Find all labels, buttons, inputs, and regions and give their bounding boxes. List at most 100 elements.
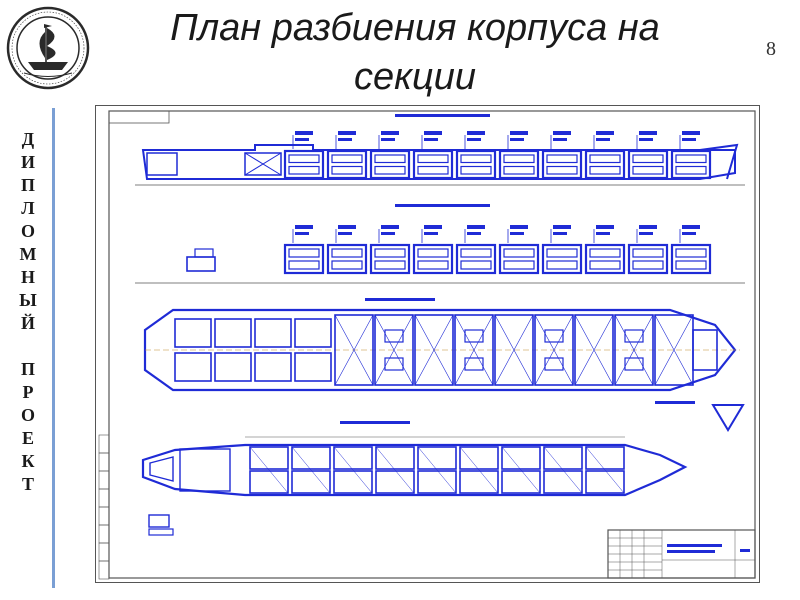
- bow-detail: [711, 404, 745, 432]
- bottom-section: [417, 446, 457, 470]
- label-mark: [510, 138, 524, 141]
- stamp-text-mark: [667, 550, 715, 553]
- section-upper: [546, 154, 578, 164]
- caption-letter: Д: [21, 129, 35, 149]
- hatch-opening: [544, 329, 564, 343]
- engine-room-block: [294, 352, 332, 382]
- hold-diagonal: [574, 314, 614, 386]
- bow-profile: [699, 143, 739, 180]
- label-mark: [510, 131, 528, 135]
- label-mark: [553, 225, 571, 229]
- label-mark: [682, 138, 696, 141]
- block-diagonal: [244, 152, 282, 176]
- margin-cell: [98, 560, 110, 580]
- section-box: [326, 149, 368, 180]
- section-upper: [460, 154, 492, 164]
- bottom-view: [141, 421, 688, 536]
- section-lower: [632, 260, 664, 270]
- section-upper: [331, 248, 363, 258]
- section-upper: [632, 248, 664, 258]
- bottom-diagonal: [501, 446, 541, 494]
- label-mark: [596, 138, 610, 141]
- label-mark: [424, 232, 438, 235]
- label-mark: [467, 131, 485, 135]
- engine-room-block: [254, 318, 292, 348]
- margin-cell: [98, 542, 110, 562]
- hold-diagonal: [614, 314, 654, 386]
- hold-diagonal: [374, 314, 414, 386]
- caption-letter: П: [20, 175, 35, 195]
- bottom-section: [333, 470, 373, 494]
- section-box: [412, 243, 454, 275]
- section-lower: [589, 260, 621, 270]
- view-caption-mark: [395, 114, 490, 117]
- margin-cell: [98, 506, 110, 526]
- bottom-section: [291, 470, 331, 494]
- view-caption-mark: [395, 204, 490, 207]
- bottom-section: [417, 470, 457, 494]
- hold-section: [374, 314, 414, 386]
- caption-letter: П: [20, 359, 35, 379]
- caption-letter: Ы: [19, 290, 37, 310]
- label-mark: [424, 131, 442, 135]
- plan-outline: [143, 308, 737, 392]
- engine-room-block: [254, 352, 292, 382]
- label-mark: [639, 131, 657, 135]
- hatch-opening: [624, 329, 644, 343]
- engine-room-block: [214, 318, 252, 348]
- sheet-border: [95, 105, 760, 583]
- engine-block: [244, 152, 282, 176]
- bottom-diagonal: [291, 446, 331, 494]
- small-detail-top: [194, 248, 214, 258]
- engine-bottom: [179, 448, 231, 492]
- caption-letter: Е: [21, 428, 34, 448]
- label-mark: [510, 225, 528, 229]
- hatch-opening: [384, 329, 404, 343]
- hold-section: [574, 314, 614, 386]
- slide-title: План разбиения корпуса на секции: [100, 4, 730, 102]
- bottom-diagonal: [417, 446, 457, 494]
- label-mark: [553, 138, 567, 141]
- bottom-diagonal: [585, 446, 625, 494]
- section-lower: [417, 165, 449, 175]
- section-upper: [417, 154, 449, 164]
- mid-sections: [283, 225, 712, 275]
- caption-letter: И: [20, 152, 35, 172]
- section-box: [455, 243, 497, 275]
- vertical-divider: [52, 108, 55, 588]
- section-lower: [288, 165, 320, 175]
- section-lower: [417, 260, 449, 270]
- section-upper: [589, 248, 621, 258]
- label-mark: [424, 138, 438, 141]
- stamp-text-mark: [740, 549, 750, 552]
- label-mark: [682, 225, 700, 229]
- profile-view: [135, 114, 745, 186]
- detail-caption-mark: [655, 401, 695, 404]
- bottom-section: [501, 446, 541, 470]
- caption-letter: М: [19, 244, 37, 264]
- drawing-frame: [95, 105, 760, 583]
- margin-cell: [98, 524, 110, 544]
- section-box: [498, 243, 540, 275]
- section-box: [670, 243, 712, 275]
- section-lower: [546, 260, 578, 270]
- hold-diagonal: [454, 314, 494, 386]
- hold-section: [614, 314, 654, 386]
- label-mark: [596, 232, 610, 235]
- hatch-opening: [384, 357, 404, 371]
- bow-block: [692, 329, 718, 371]
- bottom-section: [501, 470, 541, 494]
- section-box: [369, 149, 411, 180]
- section-upper: [675, 154, 707, 164]
- bottom-diagonal: [333, 446, 373, 494]
- section-box: [326, 243, 368, 275]
- label-mark: [682, 131, 700, 135]
- label-mark: [639, 138, 653, 141]
- bottom-section: [375, 446, 415, 470]
- section-upper: [589, 154, 621, 164]
- bottom-section: [459, 446, 499, 470]
- engine-room-block: [214, 352, 252, 382]
- label-mark: [381, 138, 395, 141]
- label-mark: [295, 131, 313, 135]
